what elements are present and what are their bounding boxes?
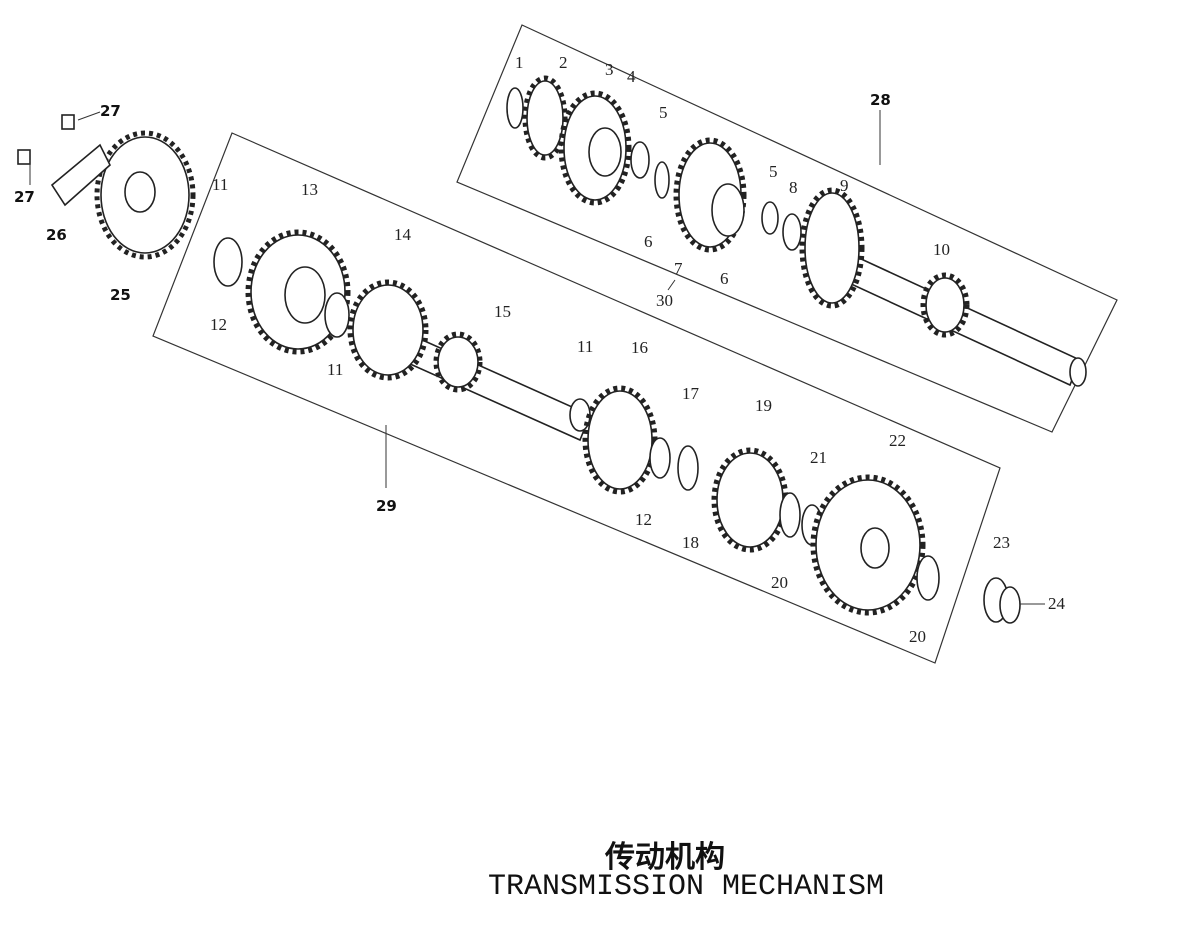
washer-12 bbox=[649, 437, 671, 479]
gear-9 bbox=[799, 187, 865, 309]
callout: 25 bbox=[110, 286, 131, 304]
seal-24 bbox=[999, 586, 1021, 624]
callout: 29 bbox=[376, 497, 397, 515]
countershaft-assembly bbox=[213, 229, 1021, 624]
callout: 8 bbox=[789, 178, 798, 197]
callout: 7 bbox=[674, 259, 683, 278]
callout: 11 bbox=[327, 360, 343, 379]
diagram-title-english: TRANSMISSION MECHANISM bbox=[487, 870, 885, 904]
callout: 27 bbox=[14, 188, 35, 206]
callout: 30 bbox=[656, 291, 673, 310]
diagram-title-chinese: 传动机构 bbox=[605, 840, 725, 875]
bushing-4 bbox=[630, 141, 650, 179]
lock-plate-26 bbox=[50, 143, 111, 207]
callout: 5 bbox=[659, 103, 668, 122]
circlip-17 bbox=[677, 445, 699, 491]
main-shaft-assembly bbox=[506, 75, 1087, 387]
bushing-8 bbox=[782, 213, 802, 251]
callout: 10 bbox=[933, 240, 950, 259]
callout: 23 bbox=[993, 533, 1010, 552]
callout: 11 bbox=[577, 337, 593, 356]
callout: 16 bbox=[631, 338, 648, 357]
callout: 21 bbox=[810, 448, 827, 467]
callout-labels: 1 2 3 4 5 6 5 8 9 6 7 30 10 28 27 27 26 … bbox=[14, 53, 1066, 646]
gear-22 bbox=[810, 474, 926, 616]
washer-5 bbox=[654, 161, 670, 199]
callout: 1 bbox=[515, 53, 524, 72]
callout: 9 bbox=[840, 176, 849, 195]
sprocket-assembly bbox=[17, 114, 196, 260]
main-shaft-group-box bbox=[456, 24, 1118, 433]
bolt-27b bbox=[17, 149, 31, 165]
gear-13 bbox=[245, 229, 351, 355]
callout: 12 bbox=[210, 315, 227, 334]
callout: 20 bbox=[771, 573, 788, 592]
callout: 5 bbox=[769, 162, 778, 181]
gear-7 bbox=[673, 137, 747, 253]
callout: 22 bbox=[889, 431, 906, 450]
washer-5b bbox=[761, 201, 779, 235]
callout: 13 bbox=[301, 180, 318, 199]
callout: 14 bbox=[394, 225, 412, 244]
callout: 26 bbox=[46, 226, 67, 244]
callout: 4 bbox=[627, 67, 636, 86]
drive-sprocket-25 bbox=[94, 130, 196, 260]
callout: 19 bbox=[755, 396, 772, 415]
washer-1 bbox=[506, 87, 524, 129]
callout: 18 bbox=[682, 533, 699, 552]
washer-11 bbox=[324, 292, 350, 338]
leader-lines bbox=[29, 110, 1045, 605]
callout: 6 bbox=[644, 232, 653, 251]
callout: 11 bbox=[212, 175, 228, 194]
gear-14 bbox=[347, 279, 429, 381]
callout: 28 bbox=[870, 91, 891, 109]
callout: 2 bbox=[559, 53, 568, 72]
bolt-27 bbox=[61, 114, 75, 130]
callout: 12 bbox=[635, 510, 652, 529]
callout: 24 bbox=[1048, 594, 1066, 613]
callout: 6 bbox=[720, 269, 729, 288]
gear-10 bbox=[920, 272, 970, 338]
callout: 15 bbox=[494, 302, 511, 321]
countershaft-group-box bbox=[152, 132, 1001, 664]
callout: 20 bbox=[909, 627, 926, 646]
washer-20b bbox=[916, 555, 940, 601]
gear-3 bbox=[558, 90, 632, 206]
gear-15 bbox=[433, 331, 483, 393]
callout: 27 bbox=[100, 102, 121, 120]
callout: 17 bbox=[682, 384, 700, 403]
washer-20 bbox=[779, 492, 801, 538]
bushing-11 bbox=[213, 237, 243, 287]
callout: 3 bbox=[605, 60, 614, 79]
